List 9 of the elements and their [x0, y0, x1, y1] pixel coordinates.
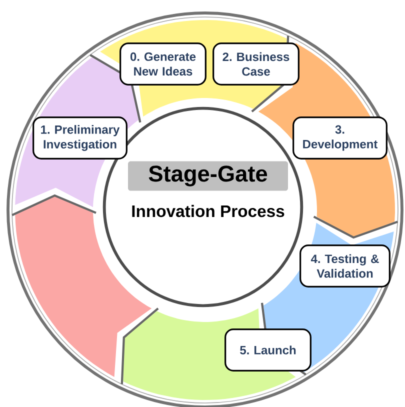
stage-label-box: 1. Preliminary Investigation — [32, 116, 128, 160]
title-banner: Stage-Gate — [128, 161, 288, 191]
stage-label-box: 0. Generate New Ideas — [120, 42, 206, 86]
node-label: 3. Development — [303, 125, 378, 151]
stage-label-box: 5. Launch — [224, 328, 312, 372]
subtitle: Innovation Process — [132, 204, 284, 218]
stage-label-box: 3. Development — [292, 116, 388, 160]
stage-label-box: 2. Business Case — [212, 42, 300, 86]
stage-label-box: 4. Testing & Validation — [300, 244, 390, 288]
